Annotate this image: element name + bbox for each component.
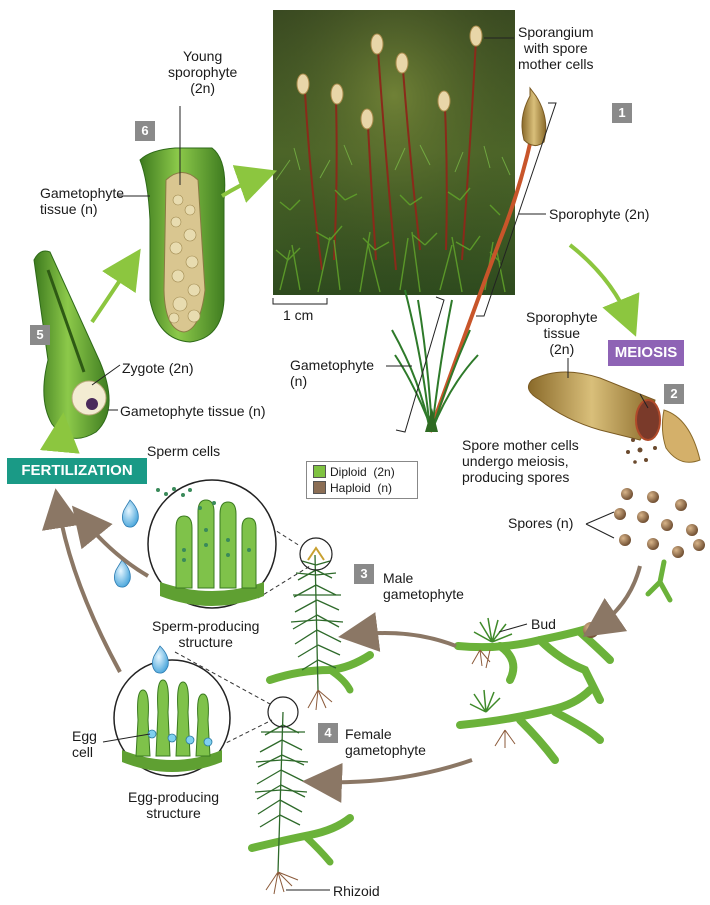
egg-structure-text: Egg-producing structure	[128, 789, 220, 821]
label-sporophyte: Sporophyte (2n)	[549, 206, 650, 222]
scale-bar	[272, 298, 328, 305]
step-1-badge: 1	[612, 103, 632, 123]
haploid-swatch	[313, 481, 326, 494]
label-spores: Spores (n)	[508, 515, 574, 531]
step-6-badge: 6	[135, 121, 155, 141]
legend-haploid: Haploid (n)	[313, 481, 392, 495]
female-gametophyte-text: Female gametophyte	[345, 726, 426, 758]
label-bud: Bud	[531, 616, 556, 632]
brown-arrows	[41, 488, 642, 803]
brackets	[395, 102, 557, 433]
step-5-badge: 5	[30, 325, 50, 345]
water-drops	[114, 499, 169, 674]
step-3-badge: 3	[354, 564, 374, 584]
legend-haploid-text: Haploid (n)	[330, 481, 393, 495]
moss-photo	[273, 10, 515, 295]
archegonium-with-zygote	[33, 250, 110, 439]
protonema	[454, 624, 614, 764]
sperm-producing-circle	[147, 479, 277, 609]
meiosis-tag: MEIOSIS	[608, 340, 684, 366]
spore-release-capsule	[527, 371, 701, 464]
sporophyte-tissue-text: Sporophyte tissue (2n)	[526, 309, 598, 357]
sporangium-text: Sporangium with spore mother cells	[518, 24, 594, 72]
male-gametophyte-text: Male gametophyte	[383, 570, 464, 602]
label-male-gametophyte: Male gametophyte	[383, 570, 464, 602]
label-gametophyte-tissue-low: Gametophyte tissue (n)	[120, 403, 266, 419]
label-zygote: Zygote (2n)	[122, 360, 194, 376]
egg-producing-circle	[113, 659, 231, 777]
label-sporangium: Sporangium with spore mother cells	[518, 24, 594, 72]
label-female-gametophyte: Female gametophyte	[345, 726, 426, 758]
label-sperm-cells: Sperm cells	[147, 443, 221, 459]
label-spore-mother-cells: Spore mother cells undergo meiosis, prod…	[462, 437, 579, 485]
young-sporophyte-text: Young sporophyte (2n)	[168, 48, 238, 96]
label-egg-cell: Egg cell	[72, 728, 97, 760]
leader-lines	[91, 37, 649, 891]
diploid-swatch	[313, 465, 326, 478]
label-egg-structure: Egg-producing structure	[128, 789, 219, 821]
sporophyte-illustration	[391, 86, 547, 433]
legend-diploid-text: Diploid (2n)	[330, 465, 395, 479]
spore-mother-cells-text: Spore mother cells undergo meiosis, prod…	[462, 437, 579, 485]
legend: Diploid (2n) Haploid (n)	[306, 461, 418, 499]
male-gametophyte-plant	[266, 554, 374, 711]
label-sporophyte-tissue: Sporophyte tissue (2n)	[526, 309, 598, 357]
label-gametophyte-tissue-top: Gametophyte tissue (n)	[40, 185, 124, 217]
egg-cell-text: Egg cell	[72, 728, 97, 760]
fertilization-tag: FERTILIZATION	[7, 458, 147, 484]
legend-diploid: Diploid (2n)	[313, 465, 395, 479]
label-young-sporophyte: Young sporophyte (2n)	[168, 48, 237, 96]
sperm-structure-text: Sperm-producing structure	[152, 618, 260, 650]
step-2-badge: 2	[664, 384, 684, 404]
step-4-badge: 4	[318, 723, 338, 743]
gametophyte-text: Gametophyte (n)	[290, 357, 375, 389]
label-sperm-structure: Sperm-producing structure	[152, 618, 259, 650]
label-rhizoid: Rhizoid	[333, 883, 380, 899]
green-arrows	[39, 165, 640, 454]
spores	[614, 488, 705, 558]
gametophyte-tissue-top-text: Gametophyte tissue (n)	[40, 185, 125, 217]
female-gametophyte-plant	[248, 711, 354, 895]
young-sporophyte-illustration	[139, 147, 226, 343]
label-scale: 1 cm	[283, 307, 314, 323]
label-gametophyte: Gametophyte (n)	[290, 357, 374, 389]
